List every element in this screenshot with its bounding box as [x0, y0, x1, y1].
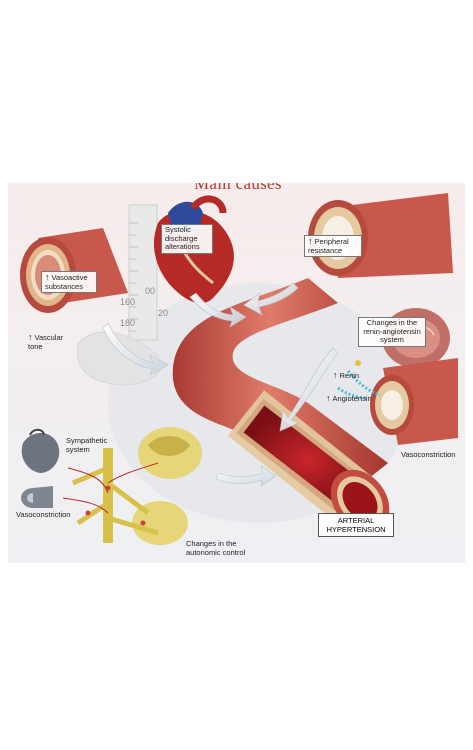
sympathetic-heart-icon	[21, 428, 60, 473]
spinal-cord-illustration	[62, 427, 202, 545]
gauge-tick-160: 160	[120, 297, 136, 307]
artery-right-vasoconstriction	[337, 358, 458, 445]
vasoconstriction-vessel-icon	[21, 486, 53, 508]
label-vasoactive: Vasoactive substances	[41, 271, 97, 293]
label-sympathetic-system: Sympathetic system	[66, 436, 108, 454]
label-peripheral-resistance: Peripheral resistance	[304, 235, 362, 257]
label-vasoconstriction-left: Vasoconstriction	[16, 510, 71, 519]
diagram-artwork	[8, 183, 465, 563]
hand-illustration	[76, 331, 163, 386]
flow-arrows	[102, 282, 339, 487]
label-autonomic-control: Changes in the autonomic control	[186, 539, 246, 557]
label-angiotensin: Angiotensin	[326, 394, 372, 404]
label-systolic: Systolic discharge alterations	[161, 224, 213, 254]
label-renin: Renin	[333, 371, 360, 381]
main-artery	[172, 278, 390, 533]
blood-pressure-gauge	[128, 204, 158, 341]
label-vascular-tone: Vascular tone	[28, 333, 68, 351]
label-renin-angiotensin: Changes in the renin-angiotensin system	[358, 317, 426, 347]
label-vasoconstriction-right: Vasoconstriction	[401, 450, 456, 459]
gauge-tick-180: 180	[120, 318, 136, 328]
label-arterial-hypertension: ARTERIAL HYPERTENSION	[318, 513, 394, 537]
gauge-tick-20: 20	[158, 308, 169, 318]
gauge-tick-00: 00	[145, 286, 156, 296]
diagram-title: Main causes	[194, 183, 282, 193]
hypertension-diagram: Main causes Systolic discharge alteratio…	[8, 183, 465, 563]
